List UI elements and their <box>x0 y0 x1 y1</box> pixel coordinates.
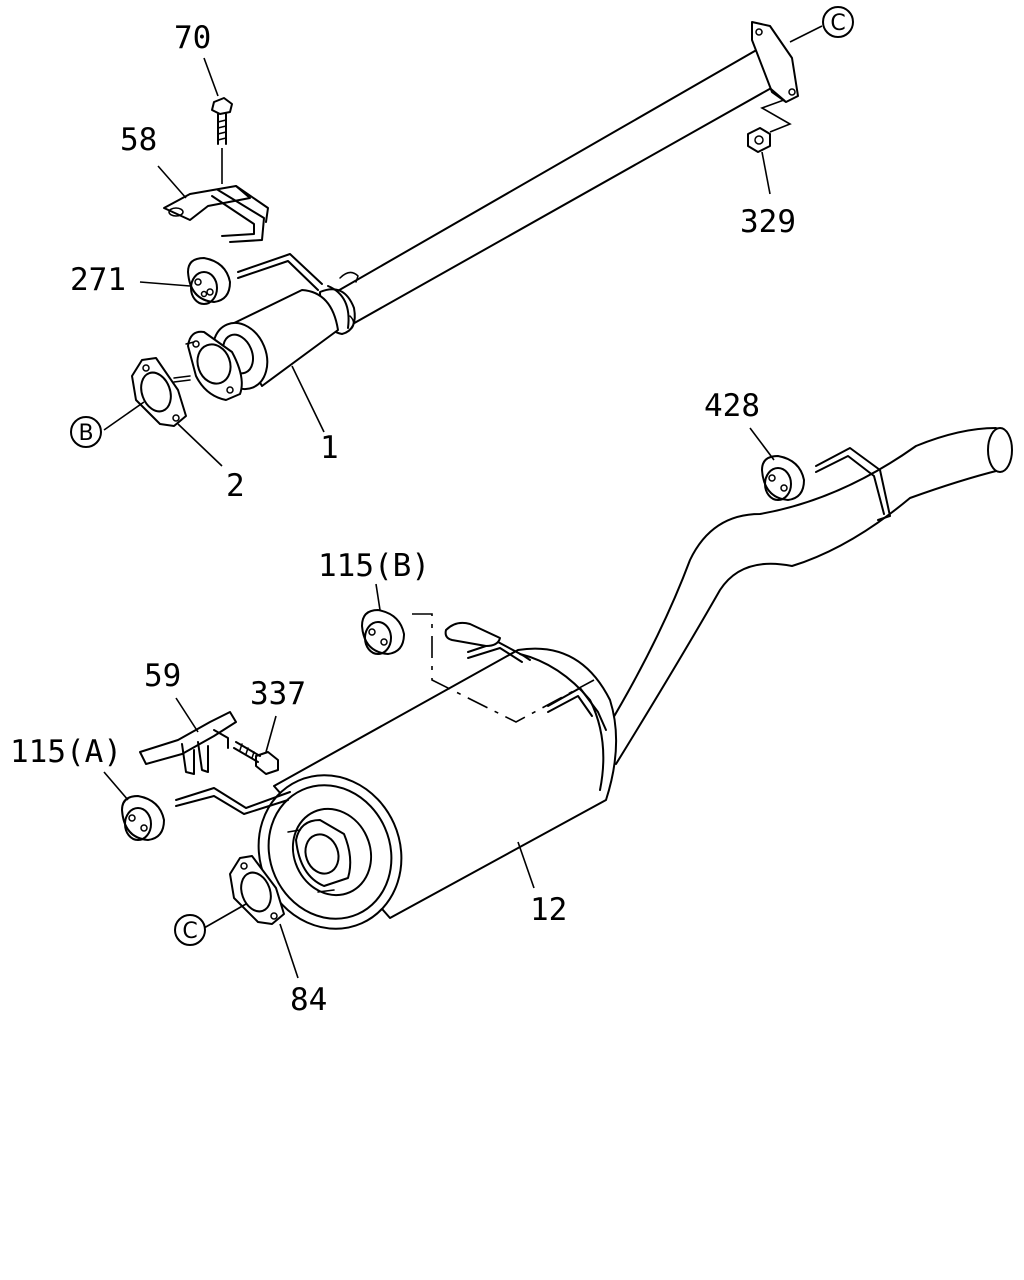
leader-70 <box>203 57 219 97</box>
bolt-70 <box>211 97 233 184</box>
ref-letter-c-top: C <box>830 11 845 36</box>
gasket-front <box>131 357 187 427</box>
callout-2: 2 <box>226 468 245 504</box>
leader-84 <box>279 923 299 979</box>
callout-329: 329 <box>740 204 796 240</box>
leader-329 <box>761 151 771 195</box>
ref-letter-b: B <box>78 421 93 446</box>
muffler-assembly <box>175 427 1013 930</box>
bolt-337 <box>233 741 279 775</box>
ref-circle-c-top: C <box>822 6 854 38</box>
ref-letter-c-bottom: C <box>182 919 197 944</box>
nut-329 <box>747 87 792 153</box>
rubber-mount-115a <box>121 795 165 841</box>
callout-115a: 115(A) <box>10 734 122 770</box>
rubber-mount-115b <box>361 609 405 655</box>
rubber-mount-428 <box>761 455 805 501</box>
callout-271: 271 <box>70 262 126 298</box>
leader-58 <box>157 165 187 199</box>
leader-115a <box>103 771 129 801</box>
leader-428 <box>749 427 775 461</box>
bracket-58 <box>163 185 269 243</box>
leader-115b <box>375 583 381 611</box>
callout-428: 428 <box>704 388 760 424</box>
ref-circle-b: B <box>70 416 102 448</box>
ref-circle-c-bottom: C <box>174 914 206 946</box>
callout-337: 337 <box>250 676 306 712</box>
leader-1 <box>291 365 325 433</box>
gasket-rear <box>229 855 285 925</box>
front-pipe-assembly <box>173 21 799 401</box>
callout-70: 70 <box>174 20 211 56</box>
bracket-59 <box>139 711 237 775</box>
leader-b <box>103 401 145 431</box>
centerline-115b <box>412 613 595 723</box>
leader-59 <box>175 697 199 733</box>
callout-84: 84 <box>290 982 327 1018</box>
callout-59: 59 <box>144 658 181 694</box>
leader-2 <box>177 423 223 467</box>
callout-115b: 115(B) <box>318 548 430 584</box>
callout-58: 58 <box>120 122 157 158</box>
leader-12 <box>517 841 535 889</box>
leader-c-top <box>789 25 823 43</box>
leader-337 <box>265 715 277 753</box>
leader-271 <box>139 281 191 287</box>
callout-1: 1 <box>320 430 339 466</box>
leader-c-bottom <box>203 903 247 929</box>
rubber-mount-271 <box>187 257 231 305</box>
callout-12: 12 <box>530 892 567 928</box>
